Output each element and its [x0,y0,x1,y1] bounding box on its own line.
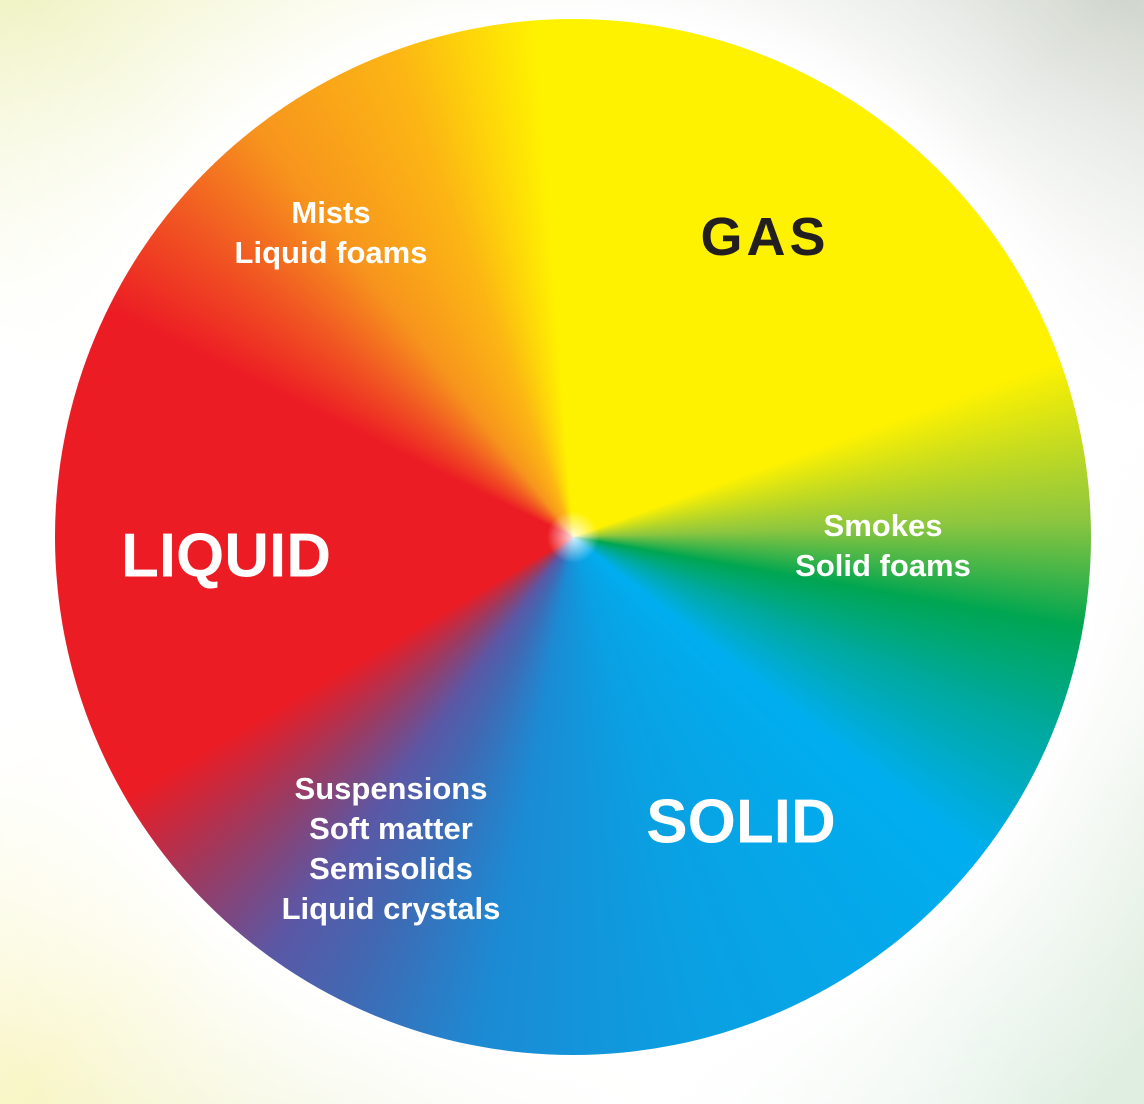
liquid-sector-label: LIQUID [120,521,332,591]
label-line: Semisolids [309,851,473,886]
solid-sector-label: SOLID [646,787,836,857]
label-line: Suspensions [294,771,488,806]
label-line: Smokes [823,508,943,543]
matter-color-wheel [55,19,1091,1055]
label-line: Solid foams [795,548,971,583]
suspensions-soft-matter-label: Suspensions Soft matter Semisolids Liqui… [282,769,501,929]
mists-liquid-foams-label: Mists Liquid foams [235,193,428,273]
label-line: Mists [291,195,371,230]
smokes-solid-foams-label: Smokes Solid foams [795,506,971,586]
label-line: Liquid crystals [281,891,501,926]
label-line: Soft matter [309,811,473,846]
gas-sector-label: GAS [700,207,830,267]
label-line: Liquid foams [234,235,428,270]
